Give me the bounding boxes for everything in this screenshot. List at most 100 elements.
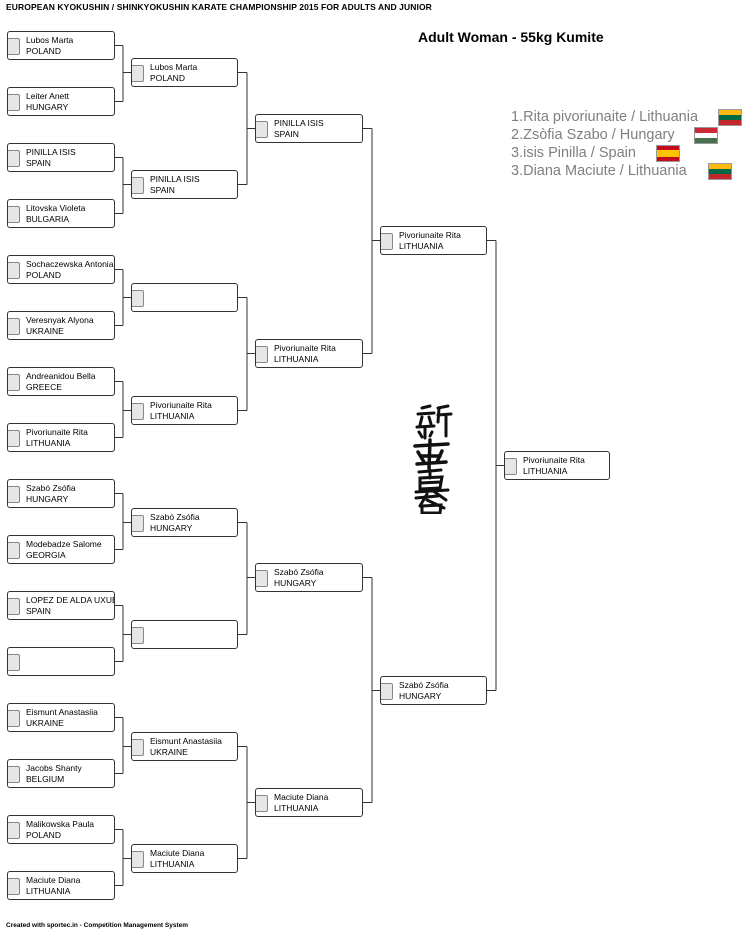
competitor-country: LITHUANIA (150, 411, 195, 421)
competitor-name: PINILLA ISIS (26, 147, 76, 157)
competitor-country: LITHUANIA (26, 886, 71, 896)
competitor-country: LITHUANIA (523, 466, 568, 476)
competitor-country: SPAIN (26, 606, 51, 616)
header-title: EUROPEAN KYOKUSHIN / SHINKYOKUSHIN KARAT… (6, 2, 432, 12)
slot-marker (8, 206, 20, 223)
slot-marker (8, 878, 20, 895)
competitor-country: POLAND (26, 270, 61, 280)
slot-marker (8, 486, 20, 503)
competitor-country: POLAND (26, 830, 61, 840)
spain-flag (656, 145, 680, 162)
slot-marker (8, 374, 20, 391)
competitor-country: LITHUANIA (26, 438, 71, 448)
competitor-name: Szabó Zsófia (399, 680, 449, 690)
competitor-country: HUNGARY (26, 102, 69, 112)
lithuania-flag (708, 163, 732, 180)
slot-marker (256, 346, 268, 363)
slot-marker (8, 262, 20, 279)
slot-marker (256, 795, 268, 812)
competitor-country: BELGIUM (26, 774, 65, 784)
bracket-title: Adult Woman - 55kg Kumite (418, 29, 604, 45)
slot-marker (132, 65, 144, 82)
round2-slot-3 (131, 283, 238, 312)
competitor-name: Malikowska Paula (26, 819, 95, 829)
competitor-name: Maciute Diana (274, 792, 329, 802)
competitor-name: Pivoriunaite Rita (26, 427, 88, 437)
slot-marker (132, 851, 144, 868)
competitor-name: Pivoriunaite Rita (523, 455, 585, 465)
competitor-country: HUNGARY (150, 523, 193, 533)
result-text: 1.Rita pivoriunaite / Lithuania (511, 109, 699, 125)
competitor-country: LITHUANIA (274, 354, 319, 364)
competitor-country: SPAIN (150, 185, 175, 195)
result-text: 2.Zsòfia Szabo / Hungary (511, 127, 675, 143)
slot-marker (8, 430, 20, 447)
competitor-name: Maciute Diana (150, 848, 205, 858)
competitor-country: SPAIN (26, 158, 51, 168)
competitor-name: Eismunt Anastasiia (150, 736, 222, 746)
lithuania-flag (718, 109, 742, 126)
competitor-country: HUNGARY (399, 691, 442, 701)
slot-marker (132, 627, 144, 644)
competitor-country: GREECE (26, 382, 62, 392)
slot-marker (132, 177, 144, 194)
round2-slot-6 (131, 620, 238, 649)
competitor-name: Szabó Zsófia (150, 512, 200, 522)
competitor-name: PINILLA ISIS (274, 118, 324, 128)
competitor-name: Modebadze Salome (26, 539, 102, 549)
competitor-name: Andreanidou Bella (26, 371, 96, 381)
slot-marker (8, 598, 20, 615)
slot-marker (132, 403, 144, 420)
hungary-flag (694, 127, 718, 144)
competitor-country: SPAIN (274, 129, 299, 139)
slot-marker (132, 515, 144, 532)
round1-slot-12 (7, 647, 115, 676)
slot-marker (8, 150, 20, 167)
slot-marker (8, 94, 20, 111)
slot-marker (8, 654, 20, 671)
competitor-name: Szabó Zsófia (26, 483, 76, 493)
competitor-name: PINILLA ISIS (150, 174, 200, 184)
slot-marker (505, 458, 517, 475)
slot-marker (381, 233, 393, 250)
competitor-name: Pivoriunaite Rita (150, 400, 212, 410)
result-text: 3.Diana Maciute / Lithuania (511, 163, 687, 179)
competitor-name: Veresnyak Alyona (26, 315, 94, 325)
competitor-name: Pivoriunaite Rita (274, 343, 336, 353)
competitor-country: HUNGARY (26, 494, 69, 504)
result-text: 3.isis Pinilla / Spain (511, 145, 636, 161)
slot-marker (8, 318, 20, 335)
competitor-name: Eismunt Anastasiia (26, 707, 98, 717)
slot-marker (381, 683, 393, 700)
slot-marker (132, 290, 144, 307)
competitor-name: Jacobs Shanty (26, 763, 82, 773)
slot-marker (8, 822, 20, 839)
competitor-country: HUNGARY (274, 578, 317, 588)
competitor-country: BULGARIA (26, 214, 69, 224)
competitor-name: LOPEZ DE ALDA UXUE (26, 595, 115, 605)
